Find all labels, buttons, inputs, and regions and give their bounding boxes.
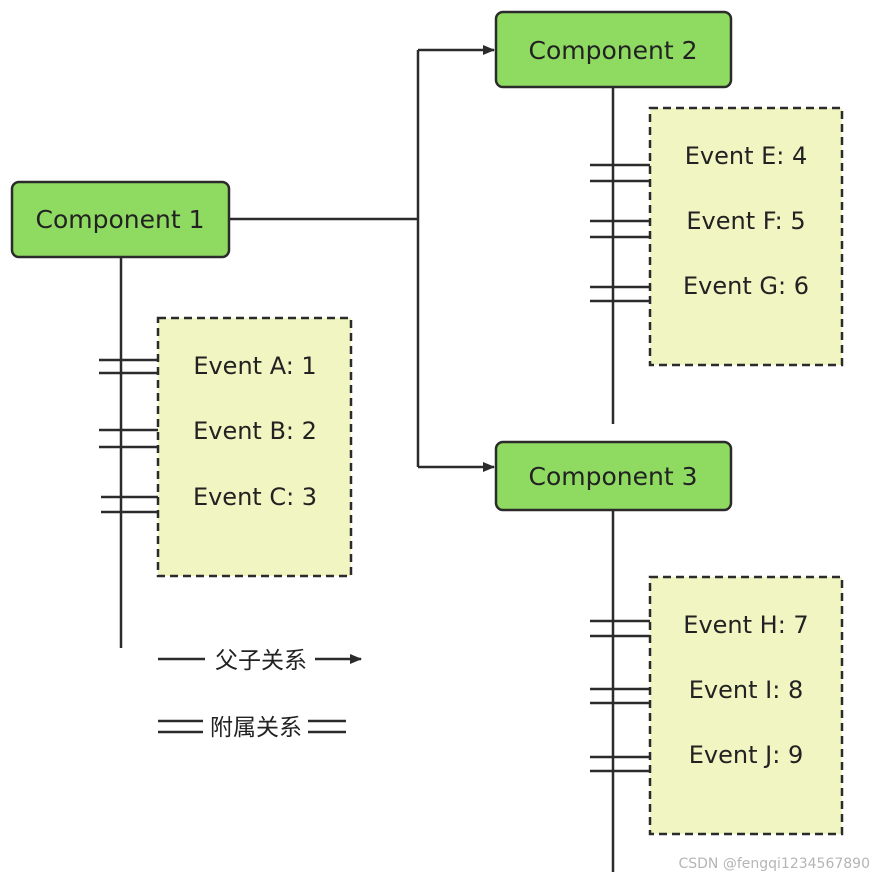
legend: 父子关系 附属关系 (158, 648, 362, 741)
event-j-label: Event J: 9 (689, 741, 803, 769)
attach-event-j (590, 755, 650, 773)
attach-event-e (590, 163, 650, 183)
event-g-label: Event G: 6 (683, 272, 809, 300)
event-b-label: Event B: 2 (193, 417, 317, 445)
attach-event-f (590, 219, 650, 239)
attach-event-a (99, 358, 158, 375)
legend-attached-label: 附属关系 (210, 715, 302, 741)
attach-event-b (99, 428, 158, 449)
component-2-node (494, 10, 733, 89)
component-3-node (494, 440, 733, 512)
event-i-label: Event I: 8 (689, 676, 803, 704)
component-1-label: Component 1 (36, 205, 205, 234)
legend-attached: 附属关系 (158, 715, 346, 741)
legend-parent-child-label: 父子关系 (215, 648, 307, 674)
attach-event-i (590, 687, 650, 705)
event-e-label: Event E: 4 (685, 142, 808, 170)
component-1-node (10, 180, 231, 259)
component-2-label: Component 2 (529, 36, 698, 65)
component-3-label: Component 3 (529, 462, 698, 491)
component-2-event-box (648, 106, 844, 367)
component-2-group: Event E: 4 Event F: 5 Event G: 6 Compone… (494, 10, 844, 424)
legend-parent-child: 父子关系 (158, 648, 362, 674)
component-1-group: Event A: 1 Event B: 2 Event C: 3 Compone… (10, 180, 353, 648)
watermark: CSDN @fengqi1234567890 (678, 856, 870, 872)
component-3-group: Event H: 7 Event I: 8 Event J: 9 Compone… (494, 440, 844, 872)
component-3-event-box (648, 575, 844, 836)
event-h-label: Event H: 7 (683, 611, 808, 639)
parent-child-connectors (230, 45, 495, 472)
event-f-label: Event F: 5 (686, 207, 805, 235)
event-c-label: Event C: 3 (193, 483, 317, 511)
attach-event-h (590, 619, 650, 638)
event-a-label: Event A: 1 (193, 352, 316, 380)
attach-event-c (101, 495, 158, 514)
component-1-event-box (156, 316, 353, 578)
attach-event-g (590, 285, 650, 303)
